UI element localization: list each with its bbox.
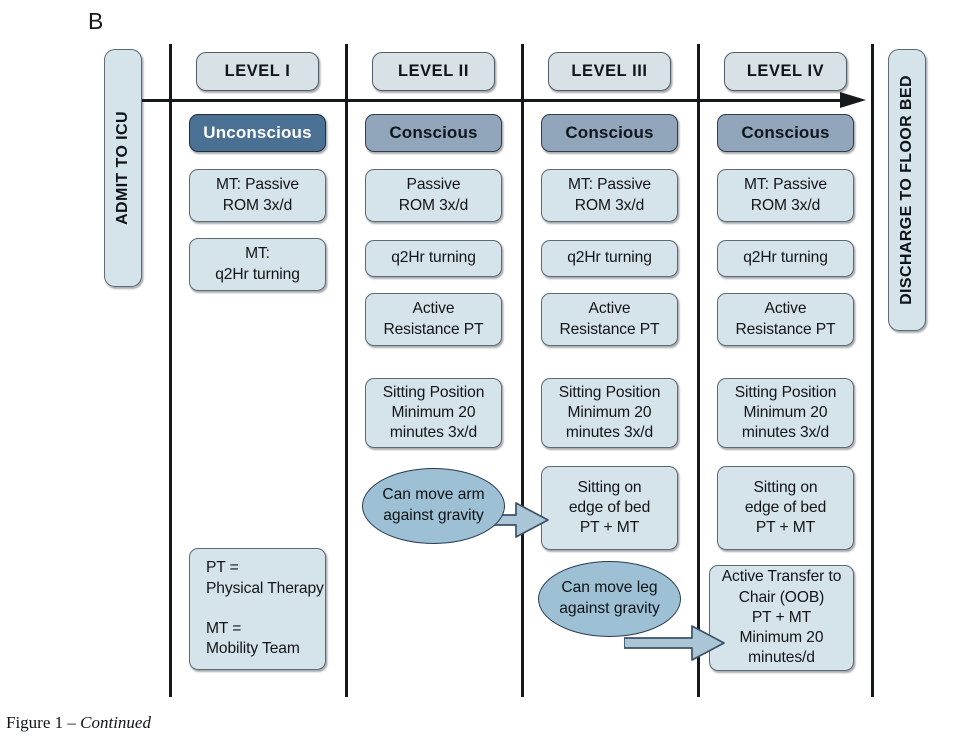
- step-box-l1-1: MT: q2Hr turning: [189, 238, 326, 291]
- step-box-l4-2: Active Resistance PT: [717, 293, 854, 346]
- admit-to-discharge-flow-arrow: [840, 92, 866, 108]
- step-box-l1-0: MT: Passive ROM 3x/d: [189, 169, 326, 222]
- step-box-l2-3: Sitting Position Minimum 20 minutes 3x/d: [365, 378, 502, 448]
- lane-divider-left: [169, 44, 172, 697]
- state-box-level-1: Unconscious: [189, 114, 326, 152]
- step-box-l2-2: Active Resistance PT: [365, 293, 502, 346]
- step-box-l4-1: q2Hr turning: [717, 240, 854, 277]
- step-box-l3-2: Active Resistance PT: [541, 293, 678, 346]
- lane-divider-2-3: [521, 44, 524, 697]
- step-box-l3-4: Sitting on edge of bed PT + MT: [541, 466, 678, 550]
- state-box-level-2: Conscious: [365, 114, 502, 152]
- terminator-admit-label: ADMIT TO ICU: [114, 111, 131, 225]
- column-header-level-1: LEVEL I: [196, 52, 319, 91]
- column-header-level-4: LEVEL IV: [724, 52, 847, 91]
- state-box-level-4: Conscious: [717, 114, 854, 152]
- column-header-level-2: LEVEL II: [372, 52, 495, 91]
- step-box-l3-0: MT: Passive ROM 3x/d: [541, 169, 678, 222]
- caption-continued: Continued: [80, 713, 151, 732]
- criteria-ellipse-leg: Can move leg against gravity: [538, 561, 681, 637]
- step-box-l4-4: Sitting on edge of bed PT + MT: [717, 466, 854, 550]
- header-separator-rule: [140, 99, 850, 102]
- caption-prefix: Figure 1 –: [6, 713, 81, 732]
- step-box-l2-0: Passive ROM 3x/d: [365, 169, 502, 222]
- step-box-l3-1: q2Hr turning: [541, 240, 678, 277]
- step-box-l4-5: Active Transfer to Chair (OOB) PT + MT M…: [709, 565, 854, 671]
- criteria-arrow-leg: [624, 625, 725, 661]
- terminator-admit-to-icu: ADMIT TO ICU: [104, 49, 142, 287]
- panel-letter: B: [88, 8, 104, 34]
- lane-divider-1-2: [345, 44, 348, 697]
- step-box-l3-3: Sitting Position Minimum 20 minutes 3x/d: [541, 378, 678, 448]
- figure-caption: Figure 1 – Continued: [6, 713, 151, 733]
- step-box-l4-3: Sitting Position Minimum 20 minutes 3x/d: [717, 378, 854, 448]
- state-box-level-3: Conscious: [541, 114, 678, 152]
- terminator-discharge-label: DISCHARGE TO FLOOR BED: [898, 75, 916, 305]
- legend-box: PT = Physical Therapy MT = Mobility Team: [189, 548, 326, 670]
- criteria-ellipse-arm: Can move arm against gravity: [362, 468, 505, 544]
- step-box-l4-0: MT: Passive ROM 3x/d: [717, 169, 854, 222]
- lane-divider-right: [871, 44, 874, 697]
- step-box-l2-1: q2Hr turning: [365, 240, 502, 277]
- terminator-discharge-to-floor-bed: DISCHARGE TO FLOOR BED: [888, 49, 926, 331]
- column-header-level-3: LEVEL III: [548, 52, 671, 91]
- lane-divider-3-4: [697, 44, 700, 697]
